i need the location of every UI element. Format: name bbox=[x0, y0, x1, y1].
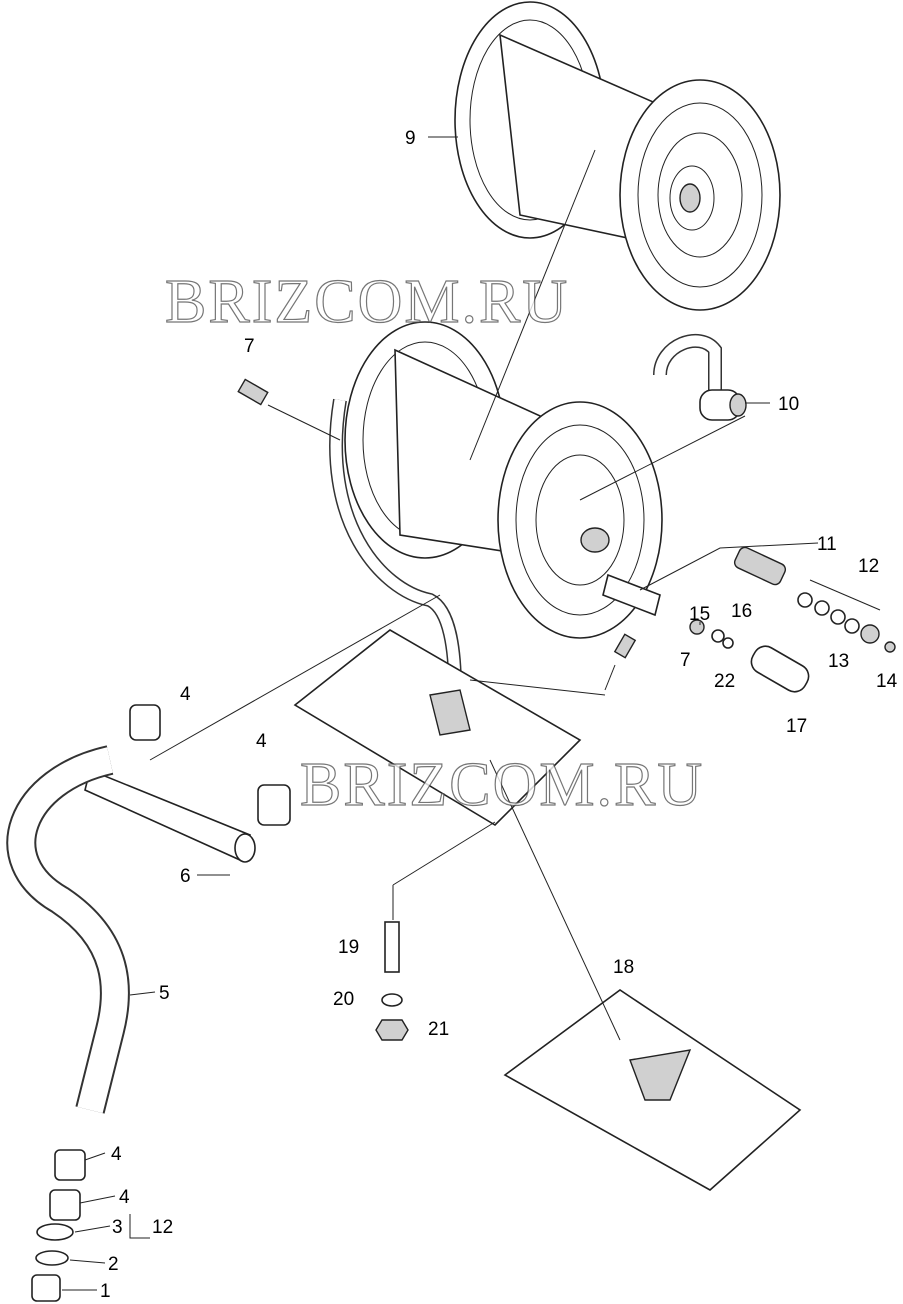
callout-6: 6 bbox=[180, 866, 191, 887]
callout-2: 2 bbox=[108, 1254, 119, 1275]
callout-9: 9 bbox=[405, 128, 416, 149]
drum-assembly bbox=[329, 321, 663, 691]
callout-5: 5 bbox=[159, 983, 170, 1004]
callout-7b: 7 bbox=[680, 650, 691, 671]
callout-1: 1 bbox=[100, 1281, 111, 1302]
callout-21: 21 bbox=[428, 1019, 449, 1040]
callout-7: 7 bbox=[244, 336, 255, 357]
callout-3: 3 bbox=[112, 1217, 123, 1238]
callout-10: 10 bbox=[778, 394, 799, 415]
callout-11: 11 bbox=[817, 534, 837, 555]
callout-22: 22 bbox=[714, 671, 735, 692]
drum-9 bbox=[454, 1, 781, 311]
callout-4d: 4 bbox=[119, 1187, 130, 1208]
callout-13: 13 bbox=[828, 651, 849, 672]
callout-17: 17 bbox=[786, 716, 807, 737]
callout-12: 12 bbox=[858, 556, 879, 577]
watermark: BRIZCOM.RU bbox=[165, 268, 569, 336]
callout-20: 20 bbox=[333, 989, 354, 1010]
callout-4b: 4 bbox=[256, 731, 267, 752]
callout-4a: 4 bbox=[180, 684, 191, 705]
callout-14: 14 bbox=[876, 671, 898, 692]
watermark: BRIZCOM.RU bbox=[300, 751, 704, 819]
callout-18: 18 bbox=[613, 957, 634, 978]
callout-12b: 12 bbox=[152, 1217, 173, 1238]
callout-4c: 4 bbox=[111, 1144, 122, 1165]
callout-19: 19 bbox=[338, 937, 359, 958]
callout-15: 15 bbox=[689, 604, 710, 625]
callout-16: 16 bbox=[731, 601, 752, 622]
